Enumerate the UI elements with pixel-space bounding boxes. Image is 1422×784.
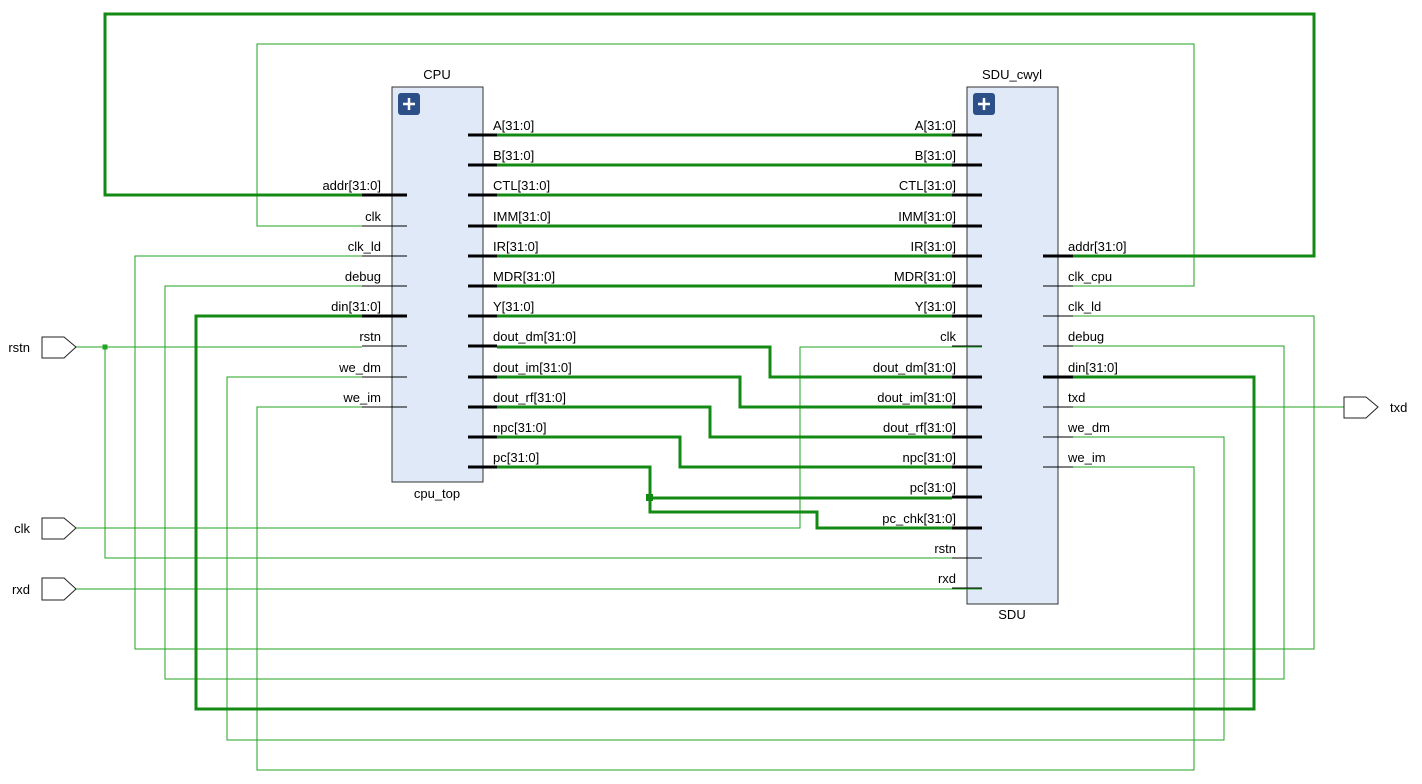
sdu-in-imm-label: IMM[31:0] bbox=[898, 209, 956, 224]
port-clk-label: clk bbox=[14, 521, 30, 536]
cpu-in-we-im-label: we_im bbox=[342, 390, 381, 405]
sdu-out-addr-label: addr[31:0] bbox=[1068, 239, 1127, 254]
cpu-in-we-dm-label: we_dm bbox=[338, 360, 381, 375]
sdu-out-we-im-label: we_im bbox=[1067, 450, 1106, 465]
sdu-in-npc-label: npc[31:0] bbox=[903, 450, 957, 465]
cpu-in-debug-label: debug bbox=[345, 269, 381, 284]
cpu-in-din-label: din[31:0] bbox=[331, 299, 381, 314]
cpu-out-b-label: B[31:0] bbox=[493, 148, 534, 163]
cpu-in-addr-label: addr[31:0] bbox=[322, 178, 381, 193]
cpu-out-a-label: A[31:0] bbox=[493, 118, 534, 133]
pc-junction-dot bbox=[646, 494, 653, 501]
cpu-out-dout-dm-label: dout_dm[31:0] bbox=[493, 329, 576, 344]
single-bit-wires bbox=[76, 43, 1344, 771]
cpu-expand-plus-icon[interactable] bbox=[398, 93, 420, 115]
cpu-out-dout-rf-label: dout_rf[31:0] bbox=[493, 390, 566, 405]
cpu-in-clk-ld-label: clk_ld bbox=[348, 239, 381, 254]
sdu-in-rxd-label: rxd bbox=[938, 571, 956, 586]
port-rxd[interactable]: rxd bbox=[12, 577, 77, 601]
sdu-in-b-label: B[31:0] bbox=[915, 148, 956, 163]
sdu-in-rstn-label: rstn bbox=[934, 541, 956, 556]
port-txd[interactable]: txd bbox=[1343, 396, 1407, 419]
sdu-out-clk-ld-label: clk_ld bbox=[1068, 299, 1101, 314]
bus-wires bbox=[103, 12, 1316, 711]
sdu-in-pc-label: pc[31:0] bbox=[910, 480, 956, 495]
rstn-junction-dot bbox=[102, 344, 108, 350]
sdu-in-y-label: Y[31:0] bbox=[915, 299, 956, 314]
sdu-in-clk-label: clk bbox=[940, 329, 956, 344]
port-rstn-label: rstn bbox=[8, 340, 30, 355]
sdu-in-dout-rf-label: dout_rf[31:0] bbox=[883, 420, 956, 435]
sdu-in-mdr-label: MDR[31:0] bbox=[894, 269, 956, 284]
sdu-module-name: SDU bbox=[998, 607, 1025, 622]
cpu-out-npc-label: npc[31:0] bbox=[493, 420, 547, 435]
sdu-in-ir-label: IR[31:0] bbox=[910, 239, 956, 254]
cpu-instance-name: CPU bbox=[423, 67, 450, 82]
port-clk[interactable]: clk bbox=[14, 517, 77, 540]
cpu-in-rstn-label: rstn bbox=[359, 329, 381, 344]
sdu-in-a-label: A[31:0] bbox=[915, 118, 956, 133]
cpu-block[interactable] bbox=[391, 86, 484, 483]
sdu-expand-plus-icon[interactable] bbox=[973, 93, 995, 115]
cpu-out-pc-label: pc[31:0] bbox=[493, 450, 539, 465]
cpu-in-clk-label: clk bbox=[365, 209, 381, 224]
cpu-out-mdr-label: MDR[31:0] bbox=[493, 269, 555, 284]
port-txd-label: txd bbox=[1390, 400, 1407, 415]
cpu-out-imm-label: IMM[31:0] bbox=[493, 209, 551, 224]
sdu-block[interactable] bbox=[966, 86, 1059, 605]
sdu-in-dout-im-label: dout_im[31:0] bbox=[877, 390, 956, 405]
sdu-in-ctl-label: CTL[31:0] bbox=[899, 178, 956, 193]
cpu-out-ir-label: IR[31:0] bbox=[493, 239, 539, 254]
sdu-out-din-label: din[31:0] bbox=[1068, 360, 1118, 375]
sdu-out-clk-cpu-label: clk_cpu bbox=[1068, 269, 1112, 284]
sdu-in-dout-dm-label: dout_dm[31:0] bbox=[873, 360, 956, 375]
cpu-out-y-label: Y[31:0] bbox=[493, 299, 534, 314]
port-rxd-label: rxd bbox=[12, 582, 30, 597]
sdu-out-txd-label: txd bbox=[1068, 390, 1085, 405]
cpu-out-dout-im-label: dout_im[31:0] bbox=[493, 360, 572, 375]
sdu-in-pc-chk-label: pc_chk[31:0] bbox=[882, 511, 956, 526]
sdu-instance-name: SDU_cwyl bbox=[982, 67, 1042, 82]
cpu-module-name: cpu_top bbox=[414, 486, 460, 501]
sdu-out-we-dm-label: we_dm bbox=[1067, 420, 1110, 435]
cpu-out-ctl-label: CTL[31:0] bbox=[493, 178, 550, 193]
port-rstn[interactable]: rstn bbox=[8, 336, 77, 359]
sdu-out-debug-label: debug bbox=[1068, 329, 1104, 344]
